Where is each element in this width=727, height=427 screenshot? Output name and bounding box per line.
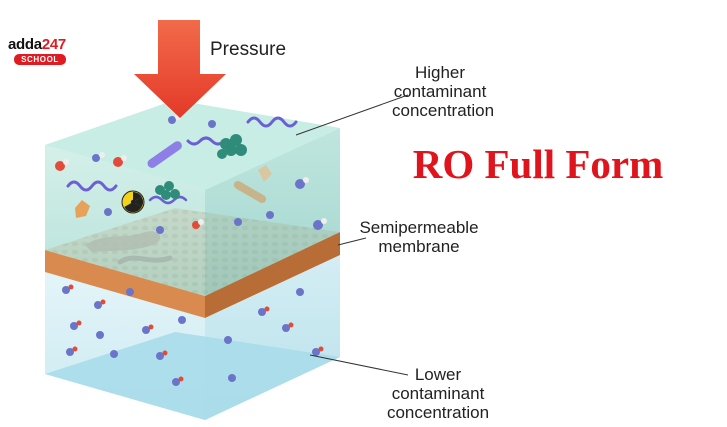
membrane-label: Semipermeable membrane [344,218,494,256]
leader-line-membrane [337,237,367,246]
label-line: contaminant [393,82,487,101]
label-line: contaminant [391,384,485,403]
logo-number: 247 [41,36,66,53]
membrane-front [45,250,205,318]
logo-brand: adda [8,36,42,53]
bacteria-rod [233,181,267,203]
label-line: Higher [414,63,466,82]
virus-cluster [217,134,247,159]
label-line: Semipermeable [359,218,479,237]
bacteria-rod [147,141,182,168]
virus-cluster [155,181,180,200]
logo-wordmark: adda247 [8,36,66,53]
lower-concentration-label: Lower contaminant concentration [380,365,496,422]
particle-spiky [75,200,90,218]
leader-line-higher [295,94,409,136]
logo-school-badge: SCHOOL [14,54,66,65]
membrane-side [205,232,340,318]
page-title: RO Full Form [412,141,664,187]
pressure-arrow [134,20,226,118]
contaminants [55,114,327,234]
higher-concentration-label: Higher contaminant concentration [392,63,495,120]
label-line: membrane [378,237,460,256]
molecules-lower [62,284,324,386]
molecules-upper [55,114,327,234]
lower-bottom-face [45,332,340,420]
bacteria-squiggle [148,195,188,205]
label-line: Lower [414,365,462,384]
lower-chamber [45,255,340,420]
label-line: concentration [386,403,490,422]
radiation-icon [121,190,145,214]
particle-spiky [258,165,272,182]
bacteria-squiggle [186,136,226,146]
leader-line-lower [309,354,409,376]
upper-front-face [45,145,205,296]
pressure-label: Pressure [210,39,287,60]
adda247-school-logo: adda247 SCHOOL [6,36,68,68]
bacteria-squiggle [246,116,298,128]
label-line: concentration [392,101,495,120]
bacteria-squiggle [66,180,118,192]
